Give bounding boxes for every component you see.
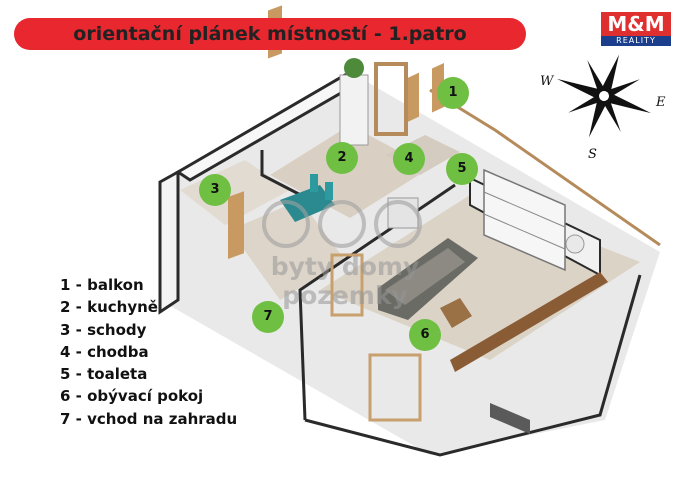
compass-s: S: [588, 147, 597, 162]
compass-point: [568, 92, 606, 113]
legend-item: 2 - kuchyně: [60, 298, 158, 317]
compass-point: [601, 54, 620, 94]
room-legend: 1 - balkon 2 - kuchyně 3 - schody 4 - ch…: [60, 274, 237, 430]
chair-2: [325, 182, 333, 200]
compass-point: [606, 93, 651, 114]
logo-main-text: M&M: [601, 12, 671, 36]
watermark-text: byty domy pozemky: [270, 252, 420, 310]
wall-left: [158, 169, 180, 315]
legend-item: 1 - balkon: [60, 276, 144, 294]
balcony-door: [374, 62, 408, 136]
garden-door-frame: [330, 253, 364, 317]
compass-center: [597, 89, 611, 103]
compass-e: E: [655, 95, 666, 110]
watermark-logo-icon: [262, 200, 422, 248]
compass-w: W: [540, 74, 555, 89]
kitchen-counter: [339, 74, 369, 146]
compass-point: [557, 78, 602, 99]
compass-point: [587, 60, 608, 98]
legend-item: 6 - obývací pokoj: [60, 387, 204, 406]
room-badge-4: 4: [393, 143, 425, 175]
compass-point: [602, 79, 640, 100]
door-entrance: [228, 191, 244, 260]
watermark-circle: [318, 200, 366, 248]
room-badge-1: 1: [437, 77, 469, 109]
bookshelf-shelf: [483, 213, 566, 250]
plant: [344, 58, 364, 78]
watermark-circle: [262, 200, 310, 248]
bookshelf: [483, 168, 566, 272]
floor-lamp: [565, 234, 585, 254]
chair-1: [310, 174, 318, 192]
front-window-frame: [368, 353, 422, 422]
room-badge-5: 5: [446, 153, 478, 185]
compass-point: [588, 98, 607, 138]
wall-front: [304, 274, 642, 457]
floor-entrance: [230, 200, 345, 300]
room-badge-6: 6: [409, 319, 441, 351]
door-hallway: [407, 72, 419, 123]
legend-item: 7 - vchod na zahradu: [60, 409, 238, 428]
legend-item: 5 - toaleta: [60, 365, 148, 384]
brand-logo: M&M REALITY: [601, 12, 671, 46]
bookshelf-shelf: [483, 191, 566, 228]
room-badge-3: 3: [199, 174, 231, 206]
legend-item: 3 - schody: [60, 320, 147, 339]
tv-unit: [450, 272, 608, 372]
books: [490, 402, 530, 434]
page-title: orientační plánek místností - 1.patro: [73, 23, 467, 45]
compass-rose-icon: W E S: [540, 54, 666, 162]
legend-item: 4 - chodba: [60, 342, 149, 361]
compass-point: [600, 94, 621, 132]
title-bar: orientační plánek místností - 1.patro: [14, 18, 526, 50]
sofa-cushions: [385, 248, 465, 305]
coffee-table: [440, 298, 472, 328]
watermark-circle: [374, 200, 422, 248]
logo-sub-text: REALITY: [601, 36, 671, 46]
dining-table: [280, 185, 335, 222]
room-badge-7: 7: [252, 301, 284, 333]
room-badge-2: 2: [326, 142, 358, 174]
